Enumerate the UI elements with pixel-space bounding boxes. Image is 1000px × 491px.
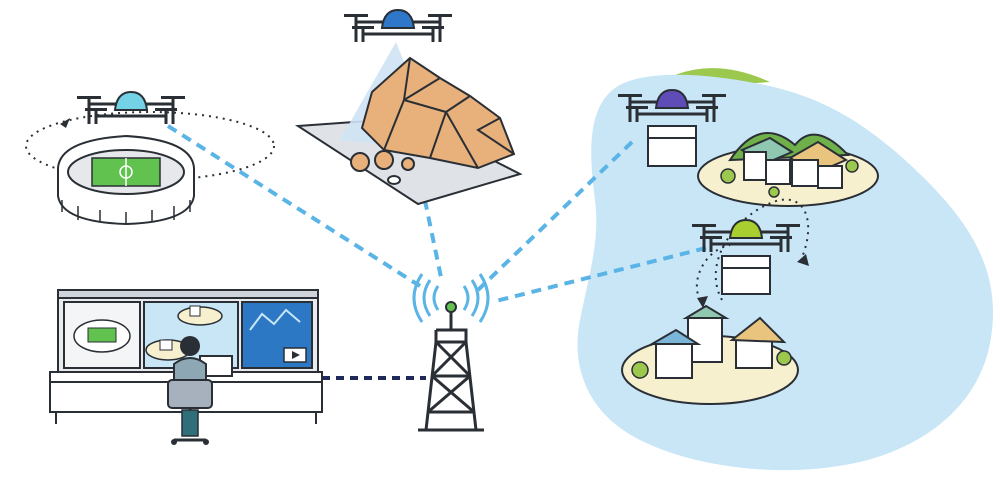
house-lower-left [648, 328, 702, 379]
mountain-scan [294, 42, 523, 206]
house-lower-tall [682, 304, 730, 363]
link-delivery-drone-upper [476, 140, 634, 292]
house-upper-right [787, 140, 849, 189]
control-room [49, 289, 323, 445]
house-lower-right [729, 316, 787, 369]
cell-tower-icon [412, 273, 490, 432]
drone-blue-icon [342, 8, 454, 44]
signal-waves [412, 273, 490, 323]
drone-purple-icon [616, 88, 728, 167]
play-icon [292, 351, 300, 359]
parcel-box [721, 255, 771, 295]
link-delivery-drone-lower [491, 246, 707, 304]
lake-region [577, 68, 994, 471]
house-upper-left [739, 136, 795, 185]
stadium [57, 134, 195, 226]
drone-lime-icon [690, 218, 802, 295]
operator-icon [167, 336, 213, 445]
drone-teal-icon [75, 90, 187, 126]
delivery-loop-path [714, 198, 810, 301]
parcel-box [647, 125, 697, 167]
lake-water [577, 74, 994, 471]
rock-formation [360, 56, 516, 170]
lower-island [621, 304, 799, 405]
upper-island [697, 132, 879, 207]
